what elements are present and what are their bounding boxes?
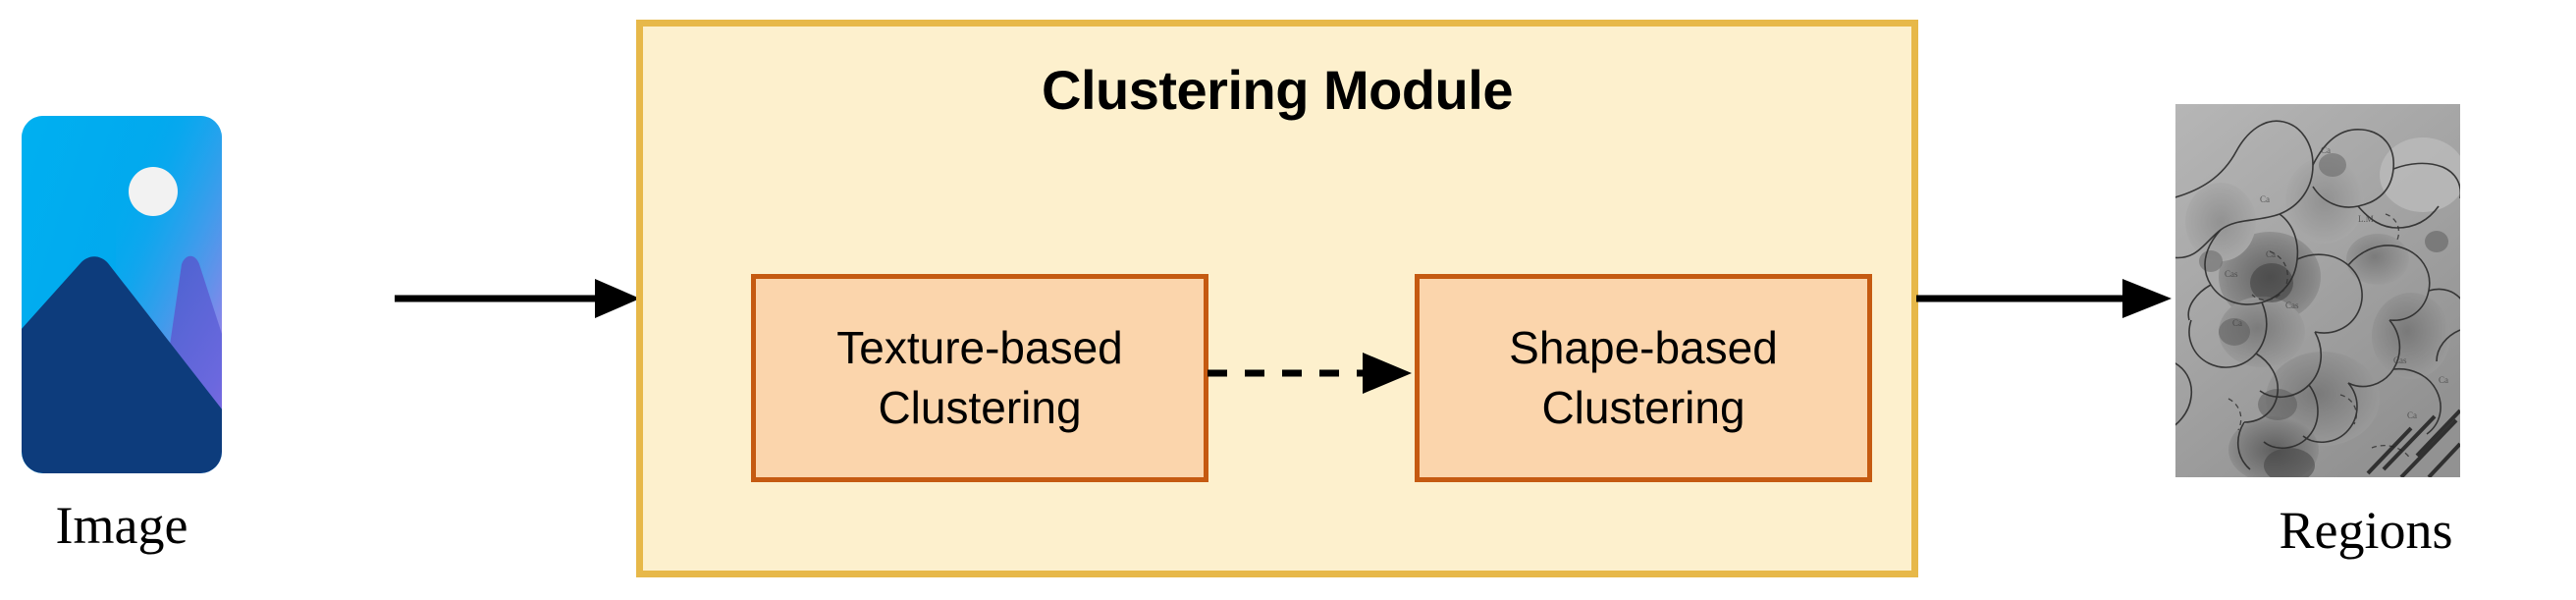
svg-text:Cas: Cas — [2393, 355, 2407, 365]
input-caption: Image — [55, 496, 188, 555]
module-title: Clustering Module — [1042, 59, 1513, 121]
svg-text:Ca: Ca — [2439, 375, 2448, 385]
svg-text:Ca: Ca — [2321, 145, 2331, 155]
arrow-input-to-module — [395, 279, 640, 318]
svg-text:Ca: Ca — [2232, 318, 2242, 328]
output-caption: Regions — [2279, 501, 2453, 560]
arrow-texture-to-shape — [1208, 353, 1412, 394]
svg-text:Ca: Ca — [2266, 249, 2276, 259]
submodule-texture-based-clustering[interactable]: Texture-based Clustering — [751, 274, 1208, 482]
clustering-module-box: Clustering Module Texture-based Clusteri… — [636, 20, 1918, 577]
arrow-module-to-regions — [1916, 279, 2172, 318]
submodule-shape-label: Shape-based Clustering — [1509, 322, 1778, 433]
svg-text:L.M: L.M — [2358, 214, 2374, 224]
input-stage — [22, 116, 222, 475]
svg-text:Ca: Ca — [2260, 194, 2270, 204]
segmented-regions-image: Ca Ca L.M Ca Cas Ca Cas Cas Ca Ca — [2175, 104, 2460, 477]
svg-text:Cas: Cas — [2225, 269, 2238, 279]
svg-text:Cas: Cas — [2285, 300, 2299, 310]
svg-text:Ca: Ca — [2407, 410, 2417, 420]
submodule-shape-based-clustering[interactable]: Shape-based Clustering — [1415, 274, 1872, 482]
picture-icon — [22, 116, 222, 473]
submodule-texture-label: Texture-based Clustering — [836, 322, 1123, 433]
